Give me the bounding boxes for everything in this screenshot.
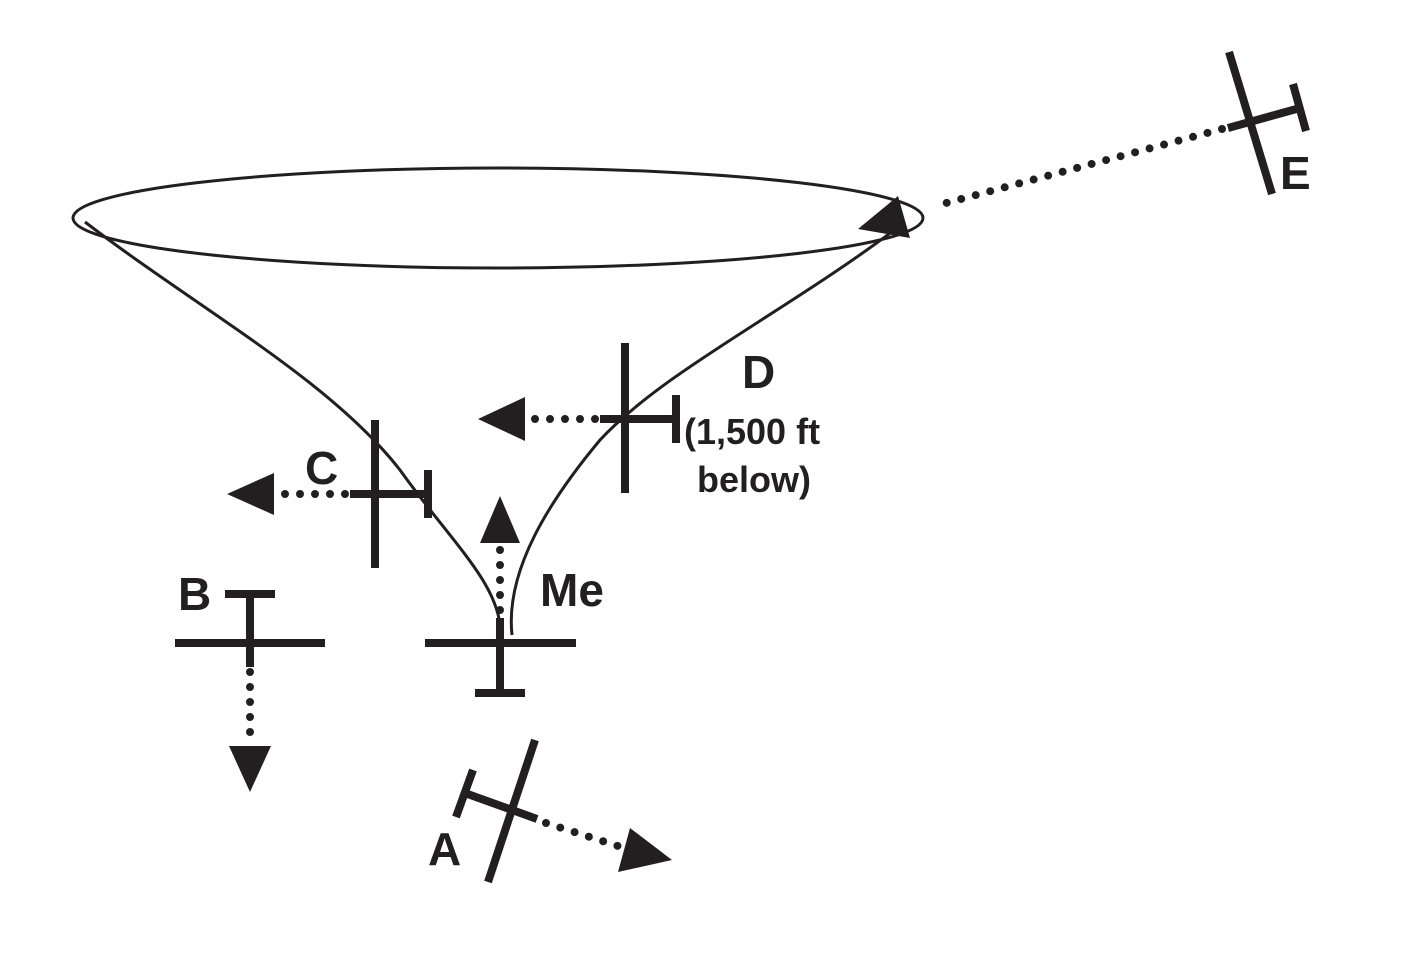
- aircraft-e-arrowhead: [858, 196, 910, 238]
- aircraft-b-arrowhead: [229, 746, 271, 792]
- aircraft-a-tail: [452, 768, 477, 819]
- aircraft-d-altitude-note-line2: below): [697, 459, 811, 500]
- aircraft-e-tail: [1289, 82, 1310, 133]
- aircraft-c-arrowhead: [227, 473, 274, 515]
- aircraft-me: [425, 496, 576, 697]
- aircraft-d-label: D: [742, 346, 775, 398]
- aircraft-a-path: [542, 819, 622, 850]
- funnel-rim: [71, 166, 925, 270]
- funnel-right-wall: [509, 220, 906, 636]
- aircraft-me-arrowhead: [480, 496, 520, 543]
- aircraft-d-arrowhead: [478, 397, 525, 441]
- aircraft-a: [452, 738, 672, 884]
- aircraft-d-altitude-note-line1: (1,500 ft: [684, 411, 820, 452]
- aircraft-b-label: B: [178, 568, 211, 620]
- aircraft-c-label: C: [305, 442, 338, 494]
- aircraft-a-arrowhead: [618, 828, 672, 872]
- aircraft-d: [478, 343, 680, 493]
- funnel-left-wall: [84, 220, 502, 626]
- aircraft-c: [227, 420, 432, 568]
- aircraft-e: [858, 50, 1310, 238]
- aircraft-me-label: Me: [540, 564, 604, 616]
- aircraft-e-fuselage: [1226, 104, 1302, 132]
- aircraft-e-path: [931, 125, 1226, 210]
- aircraft-b: [175, 590, 325, 792]
- aircraft-a-label: A: [428, 823, 461, 875]
- aircraft-a-fuselage: [460, 788, 539, 823]
- aircraft-e-label: E: [1280, 147, 1311, 199]
